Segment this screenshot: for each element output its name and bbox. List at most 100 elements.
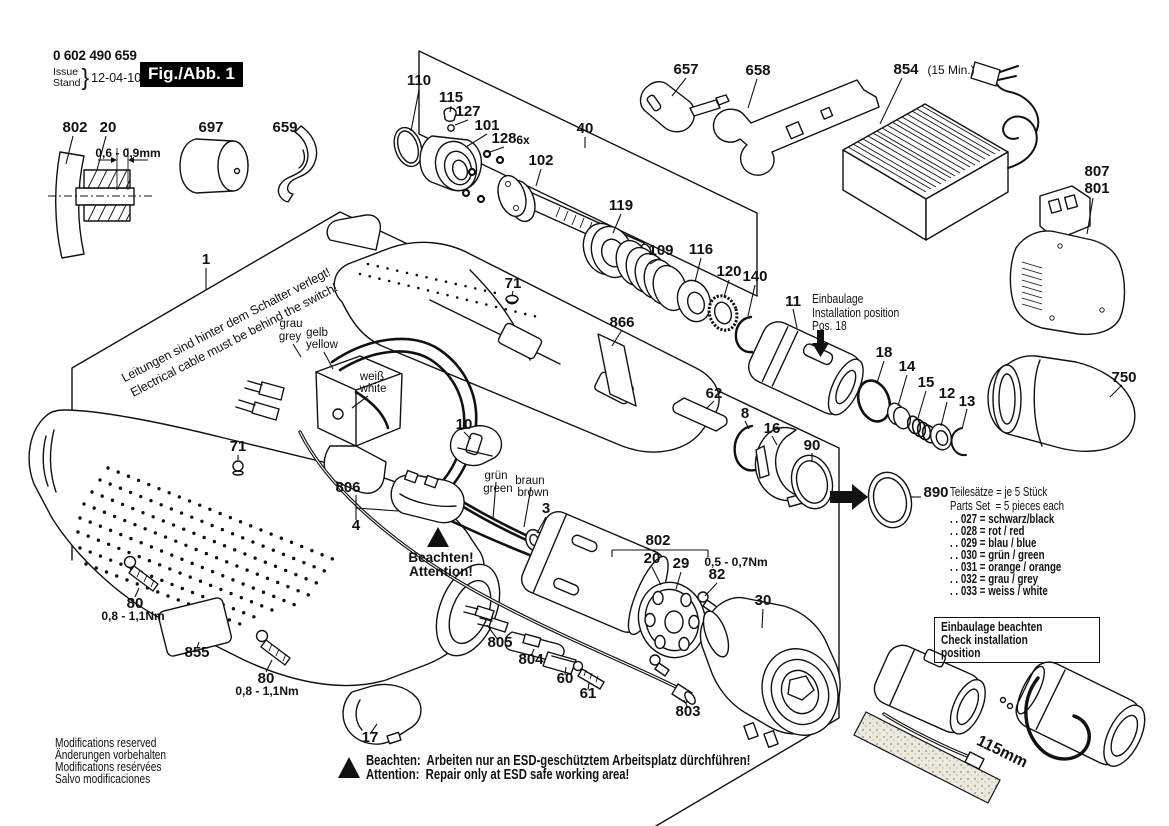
label-torque-80-rear: 0,8 - 1,1Nm <box>101 609 164 623</box>
label-82: 82 <box>709 566 726 583</box>
label-854: 854 <box>893 61 919 78</box>
label-119: 119 <box>609 197 633 214</box>
brush-60 <box>542 651 577 675</box>
modifications-line: Modifications reserved <box>55 735 157 750</box>
label-855: 855 <box>184 644 209 661</box>
label-wire-gelb: gelb <box>306 327 328 339</box>
pos18-pos: Pos. 18 <box>812 319 847 334</box>
label-804: 804 <box>518 651 544 668</box>
label-plate-855 <box>157 597 233 657</box>
issue-date: 12-04-10 <box>91 70 142 85</box>
circlip-13 <box>950 427 967 457</box>
label-803: 803 <box>675 703 700 720</box>
legend-line-en: Parts Set = 5 pieces each <box>950 498 1065 513</box>
esd-warning-icon <box>338 757 360 778</box>
legend-variant: . . 028 = rot / red <box>950 524 1025 538</box>
end-cap-17 <box>342 683 422 745</box>
label-128-qty: 6x <box>516 133 530 147</box>
label-116: 116 <box>689 241 713 258</box>
label-13: 13 <box>959 393 976 410</box>
label-wire-gruen: grün <box>484 470 507 482</box>
screw-80-rear <box>123 555 159 592</box>
ball-127 <box>447 124 455 132</box>
label-80-rear: 80 <box>127 595 144 612</box>
o-ring-890 <box>867 471 913 529</box>
power-plug-icon <box>970 61 1019 87</box>
wire-clip-8 <box>733 424 757 472</box>
esd-line-en: Attention: Repair only at ESD safe worki… <box>366 767 630 783</box>
knurled-ring-120 <box>707 294 739 332</box>
bushing-14 <box>886 402 912 430</box>
label-wire-braun: braun <box>515 475 544 487</box>
label-659: 659 <box>272 119 297 136</box>
label-40: 40 <box>577 120 594 137</box>
battery-pack-807-801 <box>1009 185 1126 336</box>
label-30: 30 <box>755 592 772 609</box>
screw-61 <box>572 660 605 690</box>
bearing-unit-101 <box>419 135 483 192</box>
sleeve-11 <box>748 321 864 416</box>
install-position-box: Einbaulage beachten Check installation p… <box>934 617 1100 664</box>
gap-dimension <box>98 148 148 190</box>
cable-grommet-806 <box>390 469 465 524</box>
figure-label: Fig./Abb. 1 <box>140 62 243 87</box>
assembly-box-40 <box>418 50 758 297</box>
retaining-clip-140 <box>734 315 754 354</box>
clamp-802 <box>48 151 152 259</box>
label-17: 17 <box>362 729 379 746</box>
balls-128 <box>461 149 505 204</box>
label-807: 807 <box>1084 163 1109 180</box>
label-866: 866 <box>609 314 634 331</box>
label-wire-yellow: yellow <box>306 339 339 351</box>
label-wire-grau: grau <box>279 318 302 330</box>
label-wire-brown: brown <box>517 487 548 499</box>
label-657: 657 <box>673 61 698 78</box>
gear-unit-30 <box>699 596 841 748</box>
modifications-line: Modifications resérvées <box>55 759 162 774</box>
screw-115 <box>443 107 457 122</box>
label-attention-de: Beachten! <box>408 550 473 565</box>
label-20-clamp: 20 <box>100 119 117 136</box>
label-wire-grey: grey <box>279 331 302 343</box>
pos18-note: Einbaulage Installation position Pos. 18 <box>812 292 918 334</box>
label-120: 120 <box>716 263 741 280</box>
cap-697 <box>179 138 249 194</box>
o-ring-110 <box>393 126 423 168</box>
label-854-time: (15 Min.) <box>927 63 974 77</box>
label-127: 127 <box>455 103 480 120</box>
label-71-left: 71 <box>230 438 247 455</box>
switch-block <box>235 355 403 494</box>
legend-line-de: Teilesätze = je 5 Stück <box>950 485 1048 499</box>
label-8: 8 <box>741 405 749 422</box>
parts-set-legend: Teilesätze = je 5 Stück Parts Set = 5 pi… <box>950 485 1096 597</box>
label-gap-dim: 0,6 - 0,9mm <box>95 146 160 160</box>
clip-10 <box>449 425 503 467</box>
label-torque-82: 0,5 - 0,7Nm <box>704 555 767 569</box>
legend-variant: . . 029 = blau / blue <box>950 536 1037 550</box>
esd-note: Beachten: Arbeiten nur an ESD-geschützte… <box>366 754 859 783</box>
legend-variant: . . 027 = schwarz/black <box>950 512 1055 526</box>
label-15: 15 <box>918 374 935 391</box>
label-62: 62 <box>706 385 723 402</box>
pad-62 <box>672 397 728 432</box>
install-detail <box>853 644 1146 804</box>
install-line-de: Einbaulage beachten <box>941 619 1043 634</box>
issue-label: Issue <box>53 65 79 78</box>
install-line-en: Check installation position <box>941 631 1028 660</box>
modifications-line: Salvo modificaciones <box>55 771 151 786</box>
button-71-left <box>232 460 244 476</box>
screw-82-b <box>649 654 670 677</box>
label-71-top: 71 <box>505 275 522 292</box>
label-805: 805 <box>487 634 512 651</box>
label-115: 115 <box>439 89 463 106</box>
label-1: 1 <box>202 251 210 268</box>
wedge-866 <box>597 333 637 407</box>
stand-label: Stand <box>53 76 81 89</box>
connectors-805 <box>463 605 509 633</box>
charger-854 <box>842 61 1040 241</box>
label-attention-en: Attention! <box>409 564 473 579</box>
label-60: 60 <box>557 670 574 687</box>
